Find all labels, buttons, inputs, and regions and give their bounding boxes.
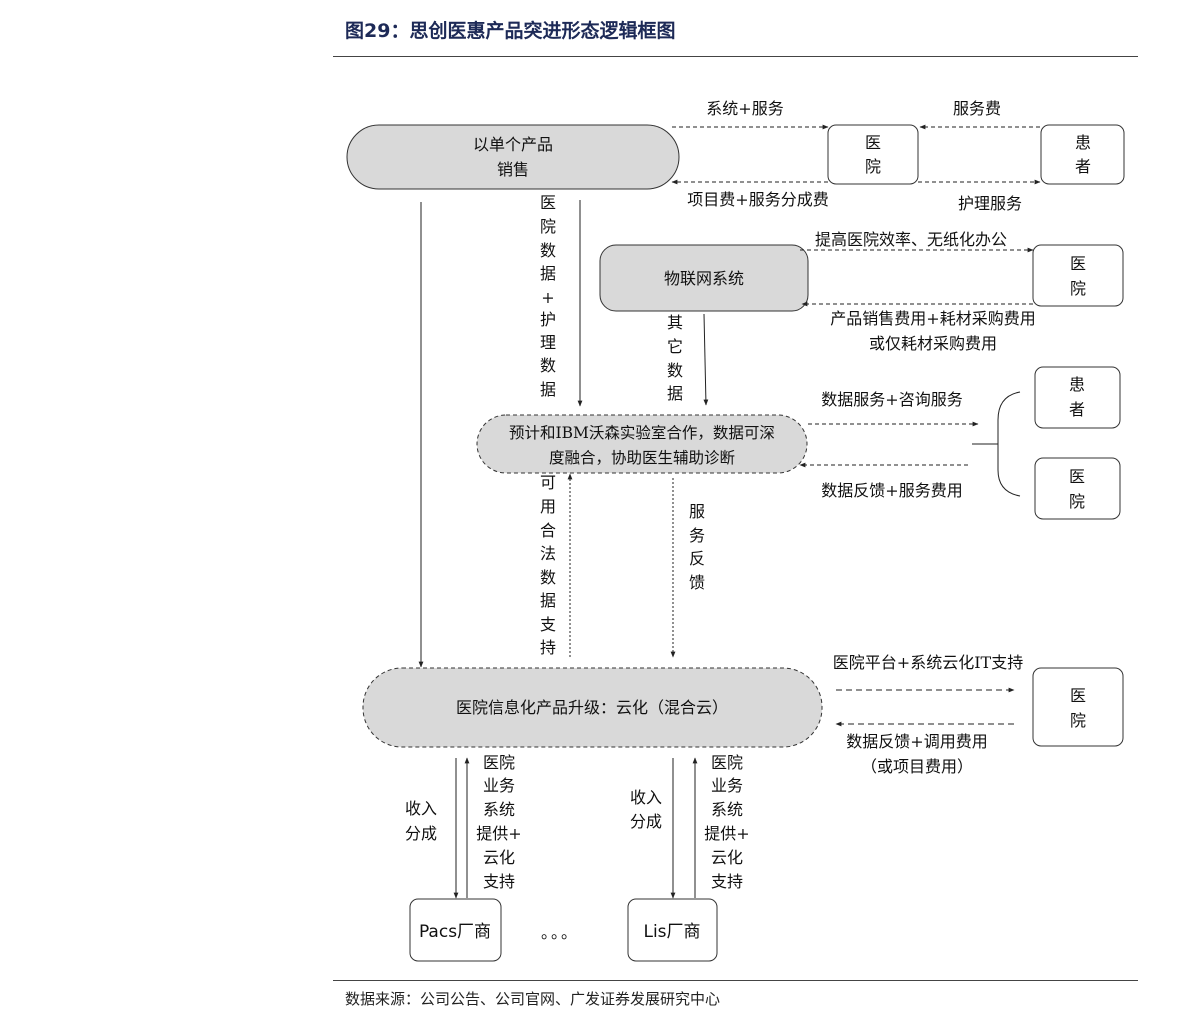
vlabel-other-data-2: 数 xyxy=(667,361,683,380)
iot-system-node xyxy=(599,244,809,312)
patient-box-1-line-2: 者 xyxy=(1075,157,1091,176)
vlabel-service-feedback-0: 服 xyxy=(689,502,705,521)
cloud-upgrade-label: 医院信息化产品升级：云化（混合云） xyxy=(456,698,728,717)
lis-business-4: 云化 xyxy=(711,848,743,867)
vlabel-legal-data-7: 持 xyxy=(540,638,556,657)
lis-business-5: 支持 xyxy=(711,872,743,891)
figure-title: 图29：思创医惠产品突进形态逻辑框图 xyxy=(345,20,676,42)
pacs-business-5: 支持 xyxy=(483,872,515,891)
vlabel-legal-data-1: 用 xyxy=(540,497,556,516)
lis-business-1: 业务 xyxy=(711,776,743,795)
iot-system-label: 物联网系统 xyxy=(664,269,744,288)
vlabel-service-feedback-1: 务 xyxy=(689,526,705,545)
patient-box-1-line-1: 患 xyxy=(1075,133,1091,152)
label-feedback-call-1: 数据反馈+调用费用 xyxy=(846,732,987,751)
pacs-vendor-label: Pacs厂商 xyxy=(419,922,491,942)
patient-box-1 xyxy=(1040,124,1125,185)
vlabel-hosp-data-7: 数 xyxy=(540,356,556,375)
pacs-business-1: 业务 xyxy=(483,776,515,795)
vendor-ellipsis: 。。。 xyxy=(541,923,579,942)
pacs-revenue-line-1: 收入 xyxy=(405,799,437,818)
ibm-cooperation-node xyxy=(476,414,808,474)
vlabel-legal-data-6: 支 xyxy=(540,615,556,634)
hospital-box-1-line-2: 院 xyxy=(865,157,881,176)
label-product-sales-fee-1: 产品销售费用+耗材采购费用 xyxy=(830,309,1035,328)
ibm-line-1: 预计和IBM沃森实验室合作，数据可深 xyxy=(509,424,775,442)
cloud-upgrade-node xyxy=(362,667,823,748)
pacs-business-0: 医院 xyxy=(483,753,515,772)
hospital-box-4-line-2: 院 xyxy=(1070,711,1086,730)
lis-vendor-box xyxy=(627,898,718,962)
label-platform-it: 医院平台+系统云化IT支持 xyxy=(833,653,1023,672)
single-product-node xyxy=(346,124,680,190)
patient-box-2-line-1: 患 xyxy=(1069,375,1085,394)
vlabel-other-data-1: 它 xyxy=(667,337,683,356)
hospital-box-4 xyxy=(1032,667,1124,747)
label-data-feedback: 数据反馈+服务费用 xyxy=(821,481,962,500)
bottom-rule xyxy=(333,980,1138,981)
label-product-sales-fee-2: 或仅耗材采购费用 xyxy=(869,334,997,353)
lis-revenue-line-2: 分成 xyxy=(630,812,662,831)
lis-business-0: 医院 xyxy=(711,753,743,772)
vlabel-legal-data-5: 据 xyxy=(540,591,556,610)
vlabel-other-data-3: 据 xyxy=(667,384,683,403)
lis-revenue-line-1: 收入 xyxy=(630,788,662,807)
single-product-line-1: 以单个产品 xyxy=(473,135,553,154)
data-source-note: 数据来源：公司公告、公司官网、广发证券发展研究中心 xyxy=(345,990,721,1008)
label-improve-efficiency: 提高医院效率、无纸化办公 xyxy=(815,230,1007,249)
single-product-line-2: 销售 xyxy=(497,160,529,179)
vlabel-hosp-data-5: 护 xyxy=(540,310,556,329)
patient-box-2-line-2: 者 xyxy=(1069,400,1085,419)
hospital-box-3-line-2: 院 xyxy=(1069,492,1085,511)
vlabel-hosp-data-4: + xyxy=(541,288,554,307)
vlabel-hosp-data-0: 医 xyxy=(540,193,556,212)
pacs-vendor-box xyxy=(409,898,502,962)
patient-hospital-bracket xyxy=(997,391,1021,497)
arrow-other-data xyxy=(703,313,709,406)
hospital-box-1 xyxy=(827,124,919,185)
vlabel-hosp-data-2: 数 xyxy=(540,241,556,260)
hospital-box-3-line-1: 医 xyxy=(1069,467,1085,486)
label-feedback-call-2: （或项目费用） xyxy=(861,757,973,776)
lis-business-2: 系统 xyxy=(711,800,743,819)
vlabel-service-feedback-2: 反 xyxy=(689,549,705,568)
lis-business-3: 提供+ xyxy=(704,824,749,843)
ibm-line-2: 度融合，协助医生辅助诊断 xyxy=(549,449,735,467)
vlabel-legal-data-3: 法 xyxy=(540,544,556,563)
vlabel-hosp-data-8: 据 xyxy=(540,380,556,399)
label-nursing-service: 护理服务 xyxy=(958,194,1022,213)
lis-vendor-label: Lis厂商 xyxy=(643,922,700,942)
vlabel-hosp-data-6: 理 xyxy=(540,333,556,352)
hospital-box-4-line-1: 医 xyxy=(1070,686,1086,705)
vlabel-legal-data-2: 合 xyxy=(540,521,556,540)
pacs-revenue-line-2: 分成 xyxy=(405,824,437,843)
label-service-fee: 服务费 xyxy=(953,99,1001,118)
pacs-business-2: 系统 xyxy=(483,800,515,819)
pacs-business-3: 提供+ xyxy=(476,824,521,843)
label-sys-service: 系统+服务 xyxy=(706,99,783,118)
hospital-box-1-line-1: 医 xyxy=(865,133,881,152)
vlabel-hosp-data-3: 据 xyxy=(540,264,556,283)
pacs-business-4: 云化 xyxy=(483,848,515,867)
patient-box-2 xyxy=(1034,366,1121,429)
hospital-box-2-line-2: 院 xyxy=(1070,279,1086,298)
hospital-box-3 xyxy=(1034,457,1121,520)
vlabel-service-feedback-3: 馈 xyxy=(689,573,705,592)
vlabel-legal-data-4: 数 xyxy=(540,568,556,587)
hospital-box-2-line-1: 医 xyxy=(1070,254,1086,273)
vlabel-hosp-data-1: 院 xyxy=(540,217,556,236)
top-rule xyxy=(333,56,1138,57)
label-data-consult: 数据服务+咨询服务 xyxy=(821,390,962,409)
vlabel-legal-data-0: 可 xyxy=(540,473,556,492)
vlabel-other-data-0: 其 xyxy=(667,313,683,332)
label-project-fee: 项目费+服务分成费 xyxy=(687,190,828,209)
hospital-box-2 xyxy=(1032,244,1124,307)
